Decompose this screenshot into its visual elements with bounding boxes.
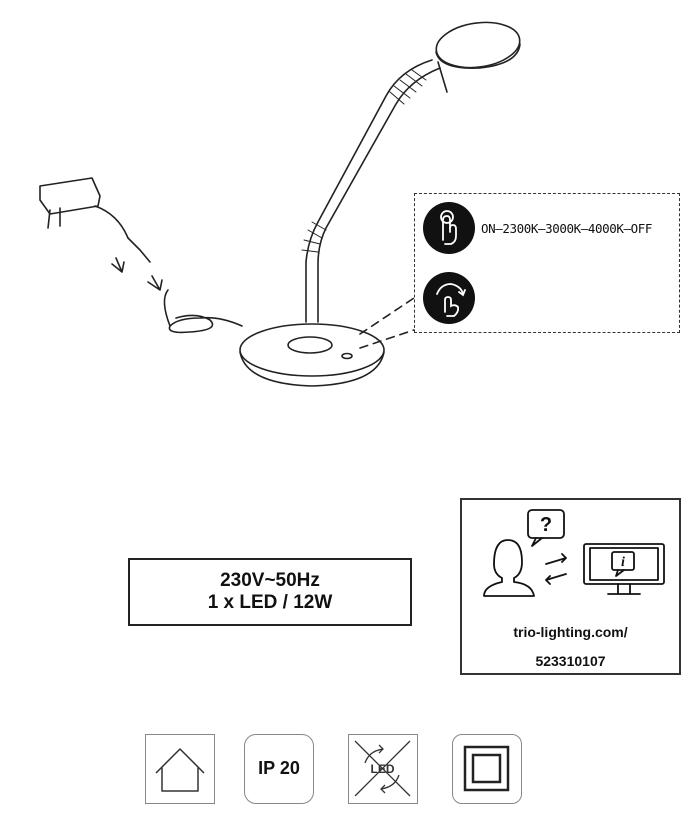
led-replaceable-icon: LED xyxy=(348,734,418,804)
person-icon xyxy=(483,539,535,597)
lamp-head xyxy=(435,21,521,93)
monitor-info-icon: i xyxy=(583,543,665,595)
indoor-use-house-icon xyxy=(145,734,215,804)
voltage-spec: 230V~50Hz xyxy=(220,570,320,591)
svg-text:i: i xyxy=(621,555,625,570)
lamp-arm xyxy=(301,59,441,323)
class-ii-double-square-icon xyxy=(452,734,522,804)
svg-text:?: ? xyxy=(540,514,552,536)
touch-tap-icon xyxy=(423,202,475,254)
led-label: LED xyxy=(371,762,395,776)
ip-rating-badge: IP 20 xyxy=(244,734,314,804)
color-temperature-cycle-label: ON–2300K–3000K–4000K–OFF xyxy=(481,221,653,236)
question-bubble-icon: ? xyxy=(527,509,565,547)
power-cable xyxy=(94,205,243,334)
electrical-spec-box: 230V~50Hz 1 x LED / 12W xyxy=(128,558,412,626)
website-url: trio-lighting.com/ xyxy=(513,624,628,640)
led-power-spec: 1 x LED / 12W xyxy=(207,592,333,613)
lamp-illustration xyxy=(39,21,521,387)
touch-rotate-icon xyxy=(423,272,475,324)
power-adapter xyxy=(39,177,163,291)
lamp-base xyxy=(239,323,385,387)
leader-line xyxy=(359,297,415,349)
product-info-box: ? i trio-lighting.com/ 523310107 xyxy=(460,498,681,675)
info-graphic: ? i xyxy=(483,509,665,597)
touch-control-panel: ON–2300K–3000K–4000K–OFF xyxy=(414,193,680,333)
product-code: 523310107 xyxy=(535,653,606,669)
exchange-arrows-icon xyxy=(545,553,567,585)
